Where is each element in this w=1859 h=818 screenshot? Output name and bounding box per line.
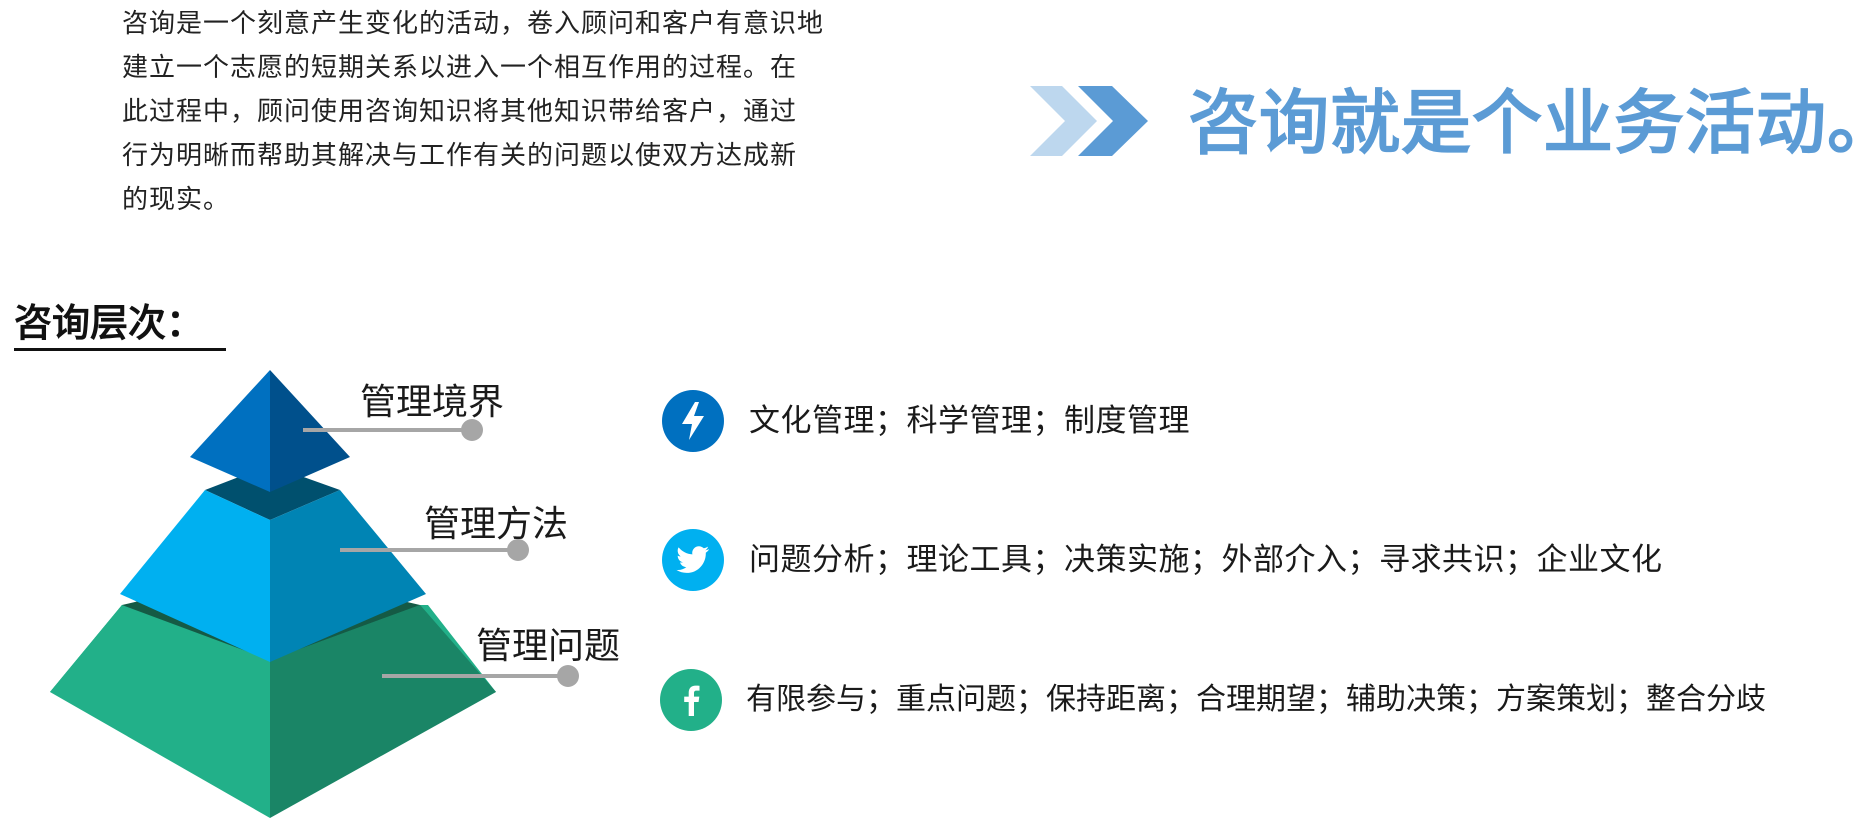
pyramid-label-middle: 管理方法 <box>424 504 568 545</box>
intro-paragraph: 咨询是一个刻意产生变化的活动，卷入顾问和客户有意识地 建立一个志愿的短期关系以进… <box>122 2 942 222</box>
list-item-management-realm: 文化管理；科学管理；制度管理 <box>662 390 1190 452</box>
section-title: 咨询层次： <box>14 298 227 351</box>
list-item-text: 问题分析；理论工具；决策实施；外部介入；寻求共识；企业文化 <box>749 542 1663 578</box>
list-item-text: 文化管理；科学管理；制度管理 <box>749 403 1190 439</box>
list-item-text: 有限参与；重点问题；保持距离；合理期望；辅助决策；方案策划；整合分歧 <box>746 682 1766 717</box>
lightning-bolt-icon <box>662 390 724 452</box>
list-item-management-method: 问题分析；理论工具；决策实施；外部介入；寻求共识；企业文化 <box>662 529 1663 591</box>
intro-line: 行为明晰而帮助其解决与工作有关的问题以使双方达成新 <box>122 141 798 171</box>
pyramid-label-top: 管理境界 <box>360 382 504 423</box>
list-item-management-problem: 有限参与；重点问题；保持距离；合理期望；辅助决策；方案策划；整合分歧 <box>660 669 1766 731</box>
twitter-bird-icon <box>662 529 724 591</box>
pyramid-diagram: 管理境界 管理方法 管理问题 <box>50 370 620 818</box>
intro-line: 建立一个志愿的短期关系以进入一个相互作用的过程。在 <box>122 53 798 83</box>
facebook-f-icon <box>660 669 722 731</box>
headline: 咨询就是个业务活动。 <box>1188 82 1859 164</box>
intro-line: 此过程中，顾问使用咨询知识将其他知识带给客户，通过 <box>122 97 798 127</box>
intro-line: 的现实。 <box>122 185 231 215</box>
pyramid-leaders <box>303 419 579 687</box>
double-chevron-right-icon <box>1030 86 1148 156</box>
intro-line: 咨询是一个刻意产生变化的活动，卷入顾问和客户有意识地 <box>122 9 825 39</box>
pyramid-level-middle <box>120 465 426 662</box>
pyramid-label-bottom: 管理问题 <box>476 626 620 667</box>
